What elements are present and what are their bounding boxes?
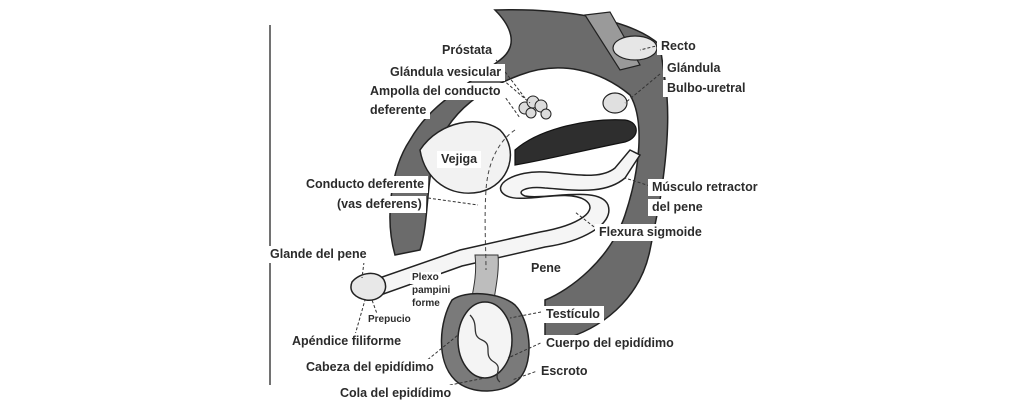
label-cuerpo-epididimo: Cuerpo del epidídimo	[542, 335, 678, 352]
rectum-opening	[612, 35, 658, 61]
label-cabeza-epididimo: Cabeza del epidídimo	[302, 359, 438, 376]
label-bulbo-line2: Bulbo-uretral	[663, 80, 750, 97]
label-conducto-line1: Conducto deferente	[302, 176, 429, 193]
penis	[363, 149, 642, 299]
label-recto: Recto	[657, 38, 700, 55]
vesicular-gland	[518, 95, 552, 120]
label-conducto-line2: (vas deferens)	[333, 196, 426, 213]
bulbourethral-gland	[602, 92, 628, 114]
label-ampolla-line1: Ampolla del conducto	[366, 83, 505, 100]
label-prostata: Próstata	[438, 42, 497, 59]
label-musculo-line1: Músculo retractor	[648, 179, 762, 196]
label-prepucio: Prepucio	[366, 314, 413, 326]
label-plexo-line2: pampini	[410, 285, 453, 297]
label-glande: Glande del pene	[266, 246, 371, 263]
prepuce	[350, 272, 387, 301]
label-plexo-line3: forme	[410, 298, 442, 310]
label-pene: Pene	[527, 260, 565, 277]
label-apendice: Apéndice filiforme	[288, 333, 406, 350]
epididymis-coils	[469, 314, 501, 383]
label-glandula-vesicular: Glándula vesicular	[386, 64, 506, 81]
vas-deferens-path	[484, 129, 516, 271]
label-escroto: Escroto	[537, 363, 592, 380]
label-vejiga: Vejiga	[437, 151, 482, 168]
label-plexo-line1: Plexo	[410, 272, 441, 284]
testis	[457, 301, 513, 379]
label-ampolla-line2: deferente	[366, 102, 431, 119]
label-cola-epididimo: Cola del epidídimo	[336, 385, 456, 402]
label-musculo-line2: del pene	[648, 199, 707, 216]
label-flexura: Flexura sigmoide	[595, 224, 706, 241]
label-testiculo: Testículo	[542, 306, 604, 323]
label-bulbo-line1: Glándula	[663, 60, 725, 77]
pelvic-urethra	[514, 119, 637, 166]
